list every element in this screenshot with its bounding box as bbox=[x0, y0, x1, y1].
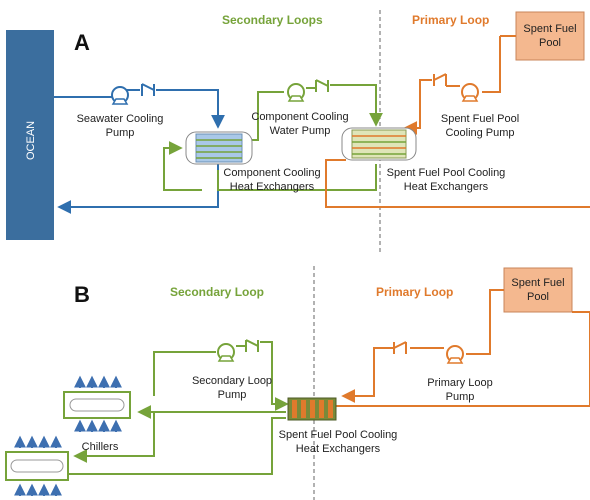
primary-pump-b-label-2: Pump bbox=[446, 391, 475, 403]
spent-fuel-pool-b bbox=[503, 267, 573, 313]
primary-pump-b-icon bbox=[446, 345, 464, 364]
cc-pump-label-1: Component Cooling bbox=[251, 111, 348, 123]
secondary-pump-b-icon bbox=[217, 343, 235, 362]
sfp-check-valve-a-icon bbox=[433, 73, 447, 86]
sfp-hx-a bbox=[341, 127, 417, 161]
panel-b-primary-header: Primary Loop bbox=[376, 285, 453, 299]
secondary-loop-b bbox=[66, 341, 289, 475]
sfp-hx-a-label-1: Spent Fuel Pool Cooling bbox=[387, 167, 506, 179]
panel-b-secondary-header: Secondary Loop bbox=[170, 285, 264, 299]
component-cooling-loop bbox=[163, 84, 383, 191]
panel-a-secondary-header: Secondary Loops bbox=[222, 13, 323, 27]
spent-fuel-pool-b-label-2: Pool bbox=[527, 291, 549, 303]
sfp-hx-b bbox=[287, 397, 337, 421]
chiller-1 bbox=[63, 391, 131, 419]
chiller-2-airflow-icons bbox=[14, 435, 62, 496]
panel-b: B Secondary Loop Primary Loop Spent Fuel… bbox=[5, 266, 590, 500]
cc-hx-label-1: Component Cooling bbox=[223, 167, 320, 179]
spent-fuel-pool-a bbox=[515, 11, 585, 61]
panel-a: A Secondary Loops Primary Loop OCEAN Spe… bbox=[6, 10, 590, 252]
sfp-hx-b-label-2: Heat Exchangers bbox=[296, 443, 381, 455]
panel-a-letter: A bbox=[74, 30, 90, 55]
seawater-pump-label-2: Pump bbox=[106, 127, 135, 139]
primary-check-valve-b-icon bbox=[393, 341, 407, 354]
panel-b-letter: B bbox=[74, 282, 90, 307]
component-cooling-hx bbox=[185, 131, 253, 165]
secondary-check-valve-b-icon bbox=[245, 339, 259, 352]
chiller-2 bbox=[5, 451, 69, 481]
sfp-pump-a-label-2: Cooling Pump bbox=[445, 127, 514, 139]
primary-loop-a bbox=[325, 35, 590, 208]
seawater-pump-label-1: Seawater Cooling bbox=[77, 113, 164, 125]
secondary-pump-b-label-2: Pump bbox=[218, 389, 247, 401]
chillers-label: Chillers bbox=[82, 441, 119, 453]
seawater-check-valve-icon bbox=[141, 83, 155, 96]
spent-fuel-pool-a-label-2: Pool bbox=[539, 37, 561, 49]
sfp-hx-b-label-1: Spent Fuel Pool Cooling bbox=[279, 429, 398, 441]
spent-fuel-pool-a-label-1: Spent Fuel bbox=[523, 23, 576, 35]
sfp-pump-a-icon bbox=[461, 83, 479, 102]
chiller-1-airflow-icons bbox=[74, 375, 122, 432]
cc-pump-label-2: Water Pump bbox=[270, 125, 331, 137]
cc-pump-icon bbox=[287, 83, 305, 102]
primary-pump-b-label-1: Primary Loop bbox=[427, 377, 492, 389]
cc-hx-label-2: Heat Exchangers bbox=[230, 181, 315, 193]
primary-loop-b bbox=[336, 289, 590, 407]
seawater-pump-icon bbox=[111, 86, 129, 105]
sfp-pump-a-label-1: Spent Fuel Pool bbox=[441, 113, 519, 125]
cc-check-valve-icon bbox=[315, 79, 329, 92]
secondary-pump-b-label-1: Secondary Loop bbox=[192, 375, 272, 387]
ocean-label: OCEAN bbox=[25, 121, 37, 160]
panel-a-primary-header: Primary Loop bbox=[412, 13, 489, 27]
spent-fuel-pool-b-label-1: Spent Fuel bbox=[511, 277, 564, 289]
sfp-hx-a-label-2: Heat Exchangers bbox=[404, 181, 489, 193]
ocean-block bbox=[6, 30, 54, 240]
